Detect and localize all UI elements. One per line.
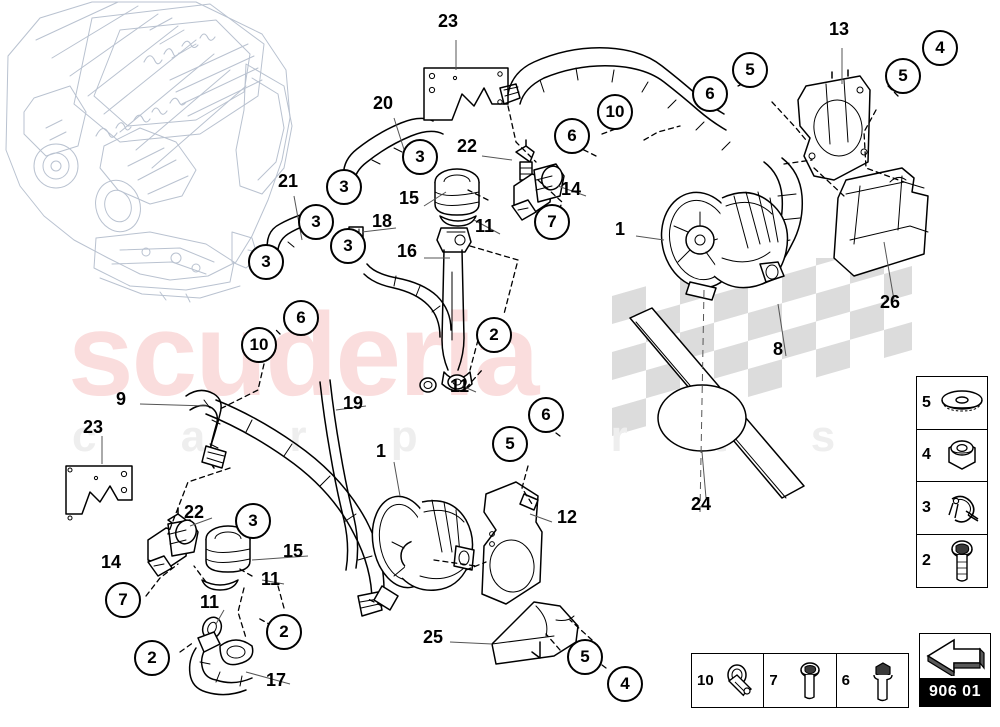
callout-bubble-6[interactable]: 6 [554,118,590,154]
part-number-plate: 906 01 [919,633,991,707]
valve-15-pipe-17-bottom [188,525,254,696]
callout-number-24[interactable]: 24 [691,494,712,514]
hose-19 [319,379,359,571]
callout-number-14[interactable]: 14 [561,179,582,199]
callout-number-15[interactable]: 15 [283,541,304,561]
callout-number-9[interactable]: 9 [116,389,127,409]
legend-row-3: 3 [917,482,987,535]
legend-right-column: 5 4 3 [916,376,988,588]
callout-bubble-5[interactable]: 5 [732,52,768,88]
callout-bubble-5[interactable]: 5 [885,58,921,94]
legend-row-4-number: 4 [922,446,931,464]
callout-number-11[interactable]: 11 [475,216,495,236]
legend-cell-6: 6 [837,654,908,707]
pulley-24 [657,289,747,513]
callout-bubble-2[interactable]: 2 [476,317,512,353]
torx-bolt-icon [785,660,835,702]
callout-bubble-4[interactable]: 4 [922,30,958,66]
callout-bubble-4[interactable]: 4 [607,666,643,702]
callout-number-13[interactable]: 13 [829,19,850,39]
callout-number-11[interactable]: 11 [261,569,281,589]
callout-bubble-10[interactable]: 10 [241,327,277,363]
direction-arrow-icon [920,634,990,678]
flange-bolt-icon [937,538,987,584]
part-number-label: 906 01 [920,678,990,706]
callout-number-8[interactable]: 8 [773,339,784,359]
legend-bottom-row: 10 7 [691,653,909,708]
legend-cell-7: 7 [764,654,837,707]
worm-drive-clamp-icon [713,661,763,701]
hose-9 [185,389,227,469]
legend-cell-6-number: 6 [841,672,850,689]
callout-bubble-6[interactable]: 6 [283,300,319,336]
callout-bubble-2[interactable]: 2 [134,640,170,676]
legend-row-5-number: 5 [922,393,931,411]
legend-row-2: 2 [917,535,987,588]
air-pump-1-top [660,191,789,301]
callout-number-12[interactable]: 12 [557,507,578,527]
callout-bubble-3[interactable]: 3 [298,204,334,240]
callout-number-26[interactable]: 26 [880,292,901,312]
hose-19-upper [363,263,452,338]
callout-bubble-10[interactable]: 10 [597,94,633,130]
legend-row-2-number: 2 [922,551,931,569]
bracket-13 [797,69,871,181]
callout-number-1[interactable]: 1 [376,441,387,461]
callout-number-11[interactable]: 11 [450,376,470,396]
callout-number-11[interactable]: 11 [200,592,220,612]
hex-flange-bolt-icon [858,660,908,702]
spring-hose-clamp-icon [937,489,987,527]
callout-number-19[interactable]: 19 [343,393,364,413]
legend-row-4: 4 [917,430,987,482]
callout-bubble-5[interactable]: 5 [492,426,528,462]
callout-number-14[interactable]: 14 [101,552,122,572]
callout-bubble-7[interactable]: 7 [105,582,141,618]
callout-bubble-3[interactable]: 3 [248,244,284,280]
callout-bubble-3[interactable]: 3 [402,139,438,175]
legend-cell-10: 10 [692,654,765,707]
legend-row-3-number: 3 [922,498,931,516]
callout-bubble-6[interactable]: 6 [528,397,564,433]
callout-bubble-2[interactable]: 2 [266,614,302,650]
lock-nut-icon [937,435,987,475]
callout-number-1[interactable]: 1 [615,219,626,239]
valve-14-bottom [147,519,199,577]
washer-icon [937,387,987,419]
bracket-23-bottom [65,465,133,521]
callout-number-22[interactable]: 22 [184,502,205,522]
callout-number-17[interactable]: 17 [266,670,287,690]
air-pump-1-bottom [371,495,475,611]
callout-number-15[interactable]: 15 [399,188,420,208]
legend-cell-10-number: 10 [697,672,714,689]
legend-row-5: 5 [917,377,987,430]
heat-shield-25 [491,601,579,665]
bracket-12 [481,481,543,605]
callout-bubble-7[interactable]: 7 [534,204,570,240]
pipe-assembly-16 [419,168,480,393]
callout-bubble-3[interactable]: 3 [326,169,362,205]
heat-shield-26 [833,167,929,277]
bracket-23-top [423,67,509,121]
callout-bubble-3[interactable]: 3 [330,228,366,264]
callout-number-22[interactable]: 22 [457,136,478,156]
legend-cell-7-number: 7 [769,672,778,689]
callout-bubble-3[interactable]: 3 [235,503,271,539]
callout-number-25[interactable]: 25 [423,627,444,647]
callout-bubble-5[interactable]: 5 [567,639,603,675]
callout-number-20[interactable]: 20 [373,93,394,113]
callout-number-18[interactable]: 18 [372,211,393,231]
callout-number-23[interactable]: 23 [438,11,459,31]
callout-number-16[interactable]: 16 [397,241,418,261]
callout-number-21[interactable]: 21 [278,171,299,191]
callout-bubble-6[interactable]: 6 [692,76,728,112]
callout-number-23[interactable]: 23 [83,417,104,437]
